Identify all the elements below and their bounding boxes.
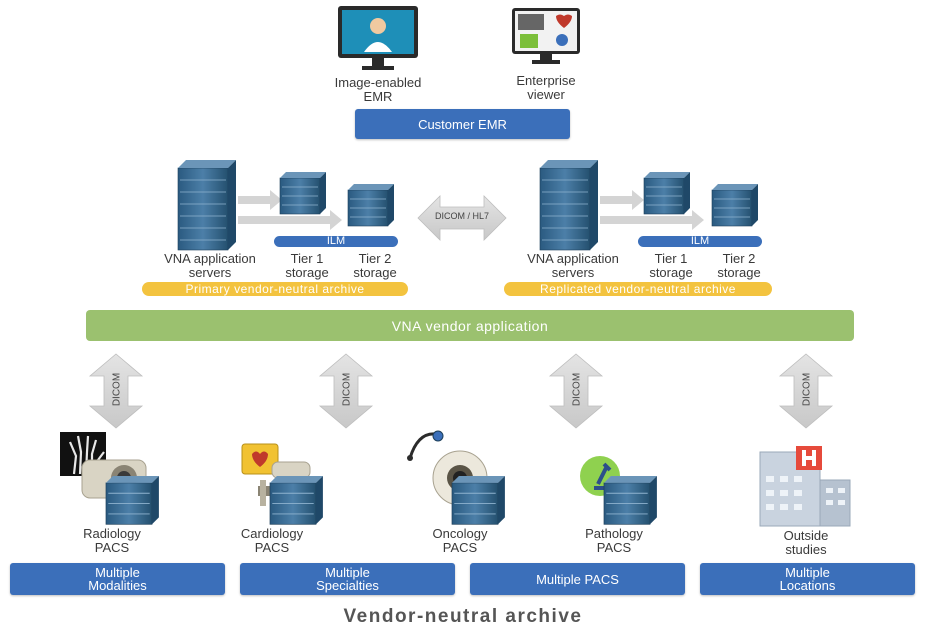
cardiology-pacs-server-icon [269,475,324,525]
primary-tier2-label: Tier 2 storage [353,251,397,280]
dicom-label-locations: DICOM [801,372,813,407]
replicated-flow-arrows [600,190,704,230]
multiple-locations-bar: Multiple Locations [700,563,915,595]
dicom-label-radiology: DICOM [111,372,123,407]
oncology-pacs-label: Oncology PACS [432,526,488,555]
multiple-modalities-bar: Multiple Modalities [10,563,225,595]
primary-archive-banner: Primary vendor-neutral archive [142,282,408,296]
primary-tier1-label: Tier 1 storage [285,251,329,280]
vna-vendor-application-bar: VNA vendor application [86,310,854,341]
dicom-hl7-label: DICOM / HL7 [434,211,489,221]
stethoscope-icon [407,430,444,461]
radiology-pacs-server-icon [105,475,160,525]
replicated-servers-label: VNA application servers [527,251,619,280]
multiple-pacs-bar: Multiple PACS [470,563,685,595]
primary-ilm-bar: ILM [274,236,398,247]
emr-label: Image-enabled EMR [334,75,422,104]
dicom-label-cardiology: DICOM [341,372,353,407]
replicated-ilm-bar: ILM [638,236,762,247]
emr-monitor-icon [338,6,418,70]
replicated-archive-banner: Replicated vendor-neutral archive [504,282,772,296]
multiple-specialties-bar: Multiple Specialties [240,563,455,595]
dicom-label-pathology: DICOM [571,372,583,407]
pathology-pacs-label: Pathology PACS [585,526,643,555]
primary-servers-label: VNA application servers [164,251,256,280]
enterprise-viewer-label: Enterprise viewer [516,73,576,102]
replicated-tier1-label: Tier 1 storage [649,251,693,280]
enterprise-viewer-monitor-icon [512,8,580,64]
radiology-pacs-label: Radiology PACS [83,526,141,555]
oncology-pacs-server-icon [451,475,506,525]
replicated-app-server-icon [539,159,599,251]
primary-tier2-server-icon [347,183,395,227]
hospital-building-icon [759,446,851,527]
outside-studies-label: Outside studies [783,528,829,557]
primary-app-server-icon [177,159,237,251]
dicom-hl7-link-arrow [417,195,507,241]
primary-flow-arrows [238,190,342,230]
replicated-tier2-label: Tier 2 storage [717,251,761,280]
cardiology-pacs-label: Cardiology PACS [240,526,304,555]
replicated-tier2-server-icon [711,183,759,227]
diagram-title: Vendor-neutral archive [343,606,583,627]
heart-monitor-icon [241,443,279,475]
pathology-pacs-server-icon [603,475,658,525]
customer-emr-bar: Customer EMR [355,109,570,139]
primary-tier1-server-icon [279,171,327,215]
replicated-tier1-server-icon [643,171,691,215]
